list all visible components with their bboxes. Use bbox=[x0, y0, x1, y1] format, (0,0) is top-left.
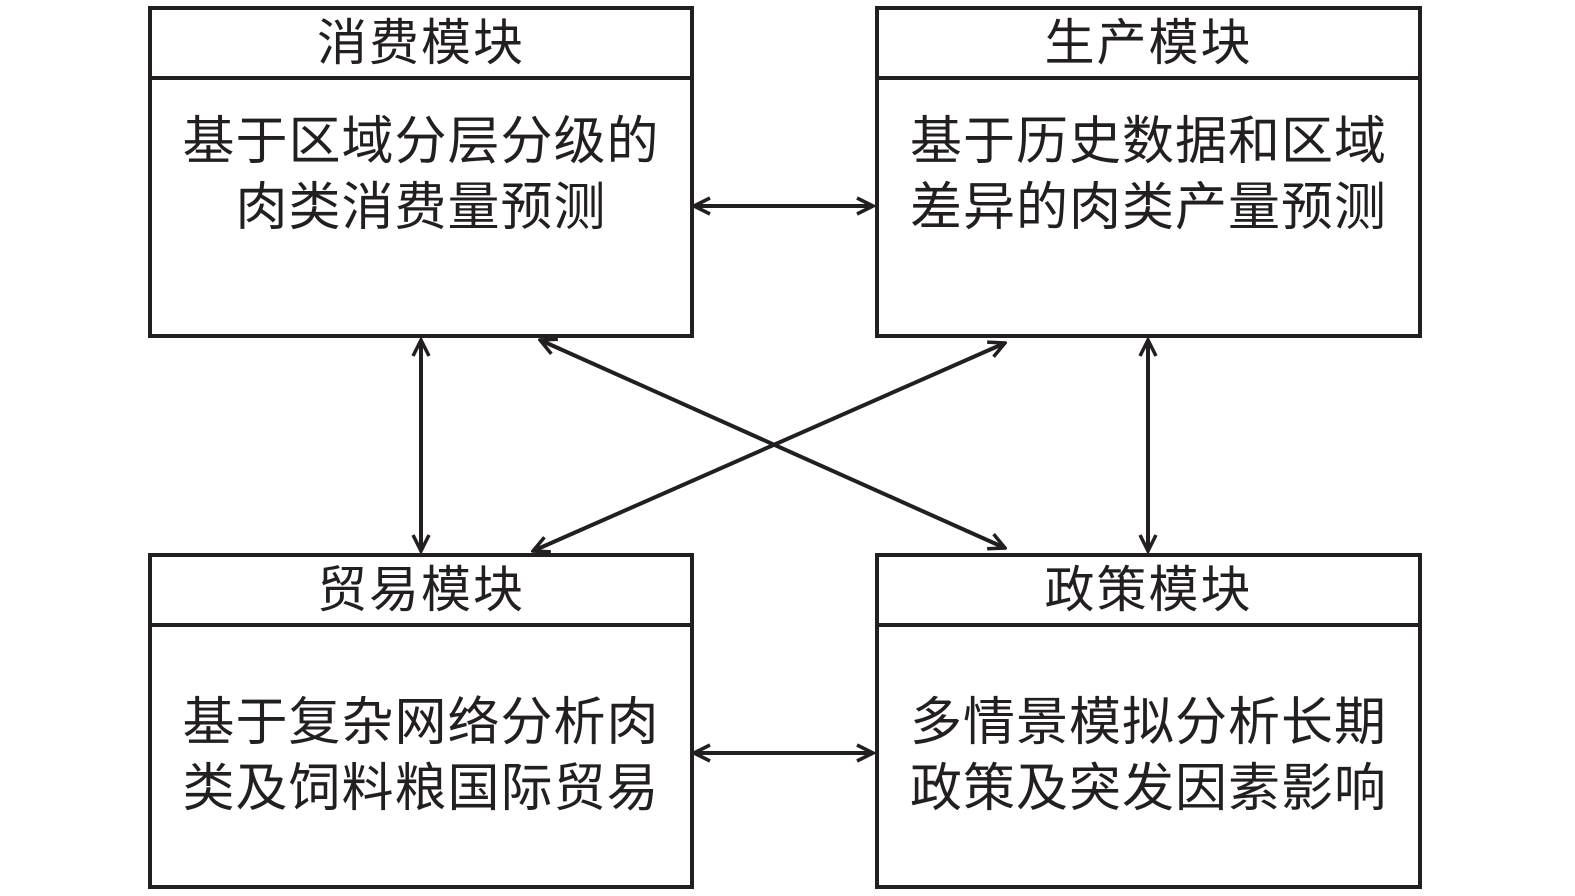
trade-module-body: 基于复杂网络分析肉 类及饲料粮国际贸易 bbox=[152, 627, 690, 885]
consumption-module-title: 消费模块 bbox=[152, 10, 690, 80]
consumption-module-body: 基于区域分层分级的 肉类消费量预测 bbox=[152, 80, 690, 334]
consumption-module-desc-line1: 基于区域分层分级的 bbox=[182, 112, 660, 172]
policy-module: 政策模块 多情景模拟分析长期 政策及突发因素影响 bbox=[875, 553, 1422, 889]
production-module-body: 基于历史数据和区域 差异的肉类产量预测 bbox=[879, 80, 1418, 334]
trade-module-title: 贸易模块 bbox=[152, 557, 690, 627]
arrow-production-trade bbox=[533, 343, 1005, 551]
production-module-desc-line1: 基于历史数据和区域 bbox=[909, 112, 1387, 172]
consumption-module-desc-line2: 肉类消费量预测 bbox=[235, 178, 607, 238]
production-module: 生产模块 基于历史数据和区域 差异的肉类产量预测 bbox=[875, 6, 1422, 338]
policy-module-body: 多情景模拟分析长期 政策及突发因素影响 bbox=[879, 627, 1418, 885]
production-module-desc-line2: 差异的肉类产量预测 bbox=[909, 178, 1387, 238]
production-module-title: 生产模块 bbox=[879, 10, 1418, 80]
policy-module-title: 政策模块 bbox=[879, 557, 1418, 627]
trade-module-desc-line2: 类及饲料粮国际贸易 bbox=[182, 759, 660, 819]
policy-module-desc-line2: 政策及突发因素影响 bbox=[909, 759, 1387, 819]
consumption-module: 消费模块 基于区域分层分级的 肉类消费量预测 bbox=[148, 6, 694, 338]
trade-module: 贸易模块 基于复杂网络分析肉 类及饲料粮国际贸易 bbox=[148, 553, 694, 889]
policy-module-desc-line1: 多情景模拟分析长期 bbox=[909, 693, 1387, 753]
trade-module-desc-line1: 基于复杂网络分析肉 bbox=[182, 693, 660, 753]
